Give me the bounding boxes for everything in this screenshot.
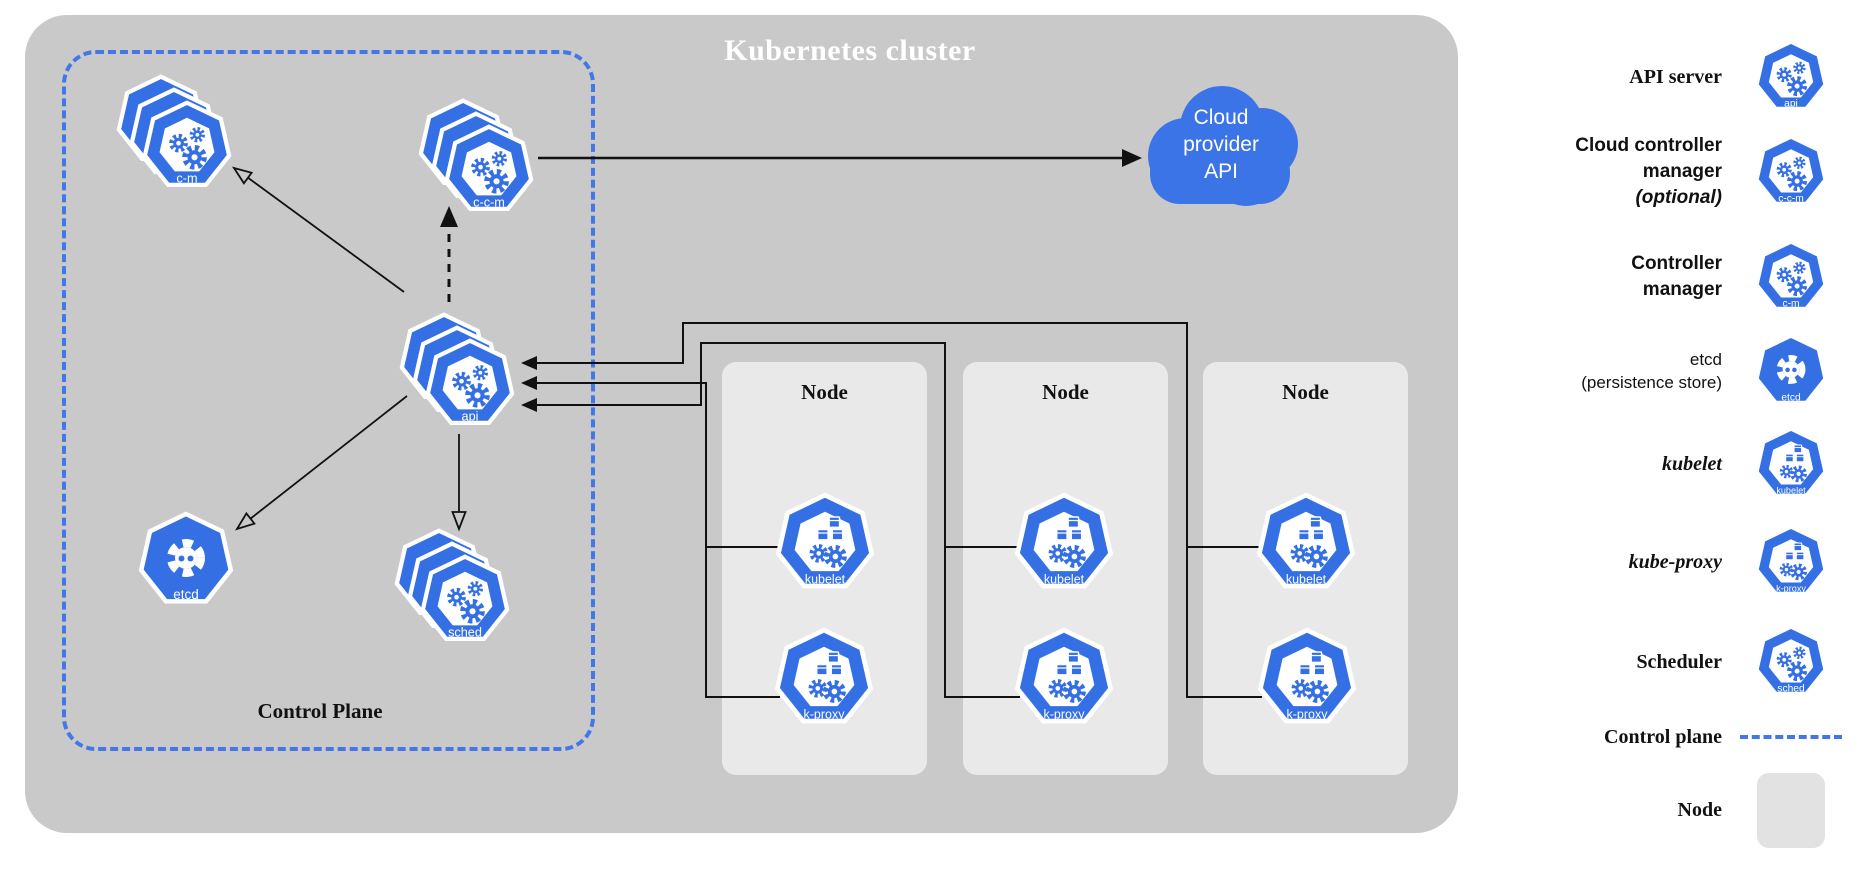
- svg-text:c-c-m: c-c-m: [1778, 194, 1804, 205]
- legend-kubelet-swatch: kubelet: [1722, 426, 1860, 502]
- cluster-title: Kubernetes cluster: [724, 34, 976, 67]
- svg-text:etcd: etcd: [1781, 393, 1801, 404]
- legend-scheduler-swatch: sched: [1722, 624, 1860, 700]
- legend-controller-manager-swatch: c-m: [1722, 239, 1860, 315]
- legend-api-server-label: API server: [1629, 66, 1722, 88]
- legend-cloud-controller-manager-swatch: c-c-m: [1722, 134, 1860, 210]
- legend-node-swatch: [1722, 772, 1860, 848]
- control-plane-dashed-box: [62, 50, 595, 751]
- node-box: [963, 362, 1168, 775]
- node-box: [1203, 362, 1408, 775]
- legend-node-label: Node: [1677, 799, 1722, 821]
- legend-scheduler-label: Scheduler: [1636, 651, 1722, 673]
- legend-etcd: etcd(persistence store) etcd: [1560, 311, 1860, 431]
- legend-kube-proxy: kube-proxy k-proxy: [1560, 502, 1860, 622]
- legend-api-server: API server api: [1560, 17, 1860, 137]
- svg-text:sched: sched: [1777, 684, 1805, 695]
- svg-text:kubelet: kubelet: [1776, 486, 1806, 496]
- legend-scheduler: Scheduler sched: [1560, 602, 1860, 722]
- svg-text:api: api: [1784, 99, 1798, 110]
- legend-kube-proxy-swatch: k-proxy: [1722, 524, 1860, 600]
- legend-etcd-label: etcd(persistence store): [1581, 350, 1722, 392]
- svg-text:k-proxy: k-proxy: [1776, 584, 1806, 594]
- node-box: [722, 362, 927, 775]
- legend-kube-proxy-label: kube-proxy: [1628, 551, 1722, 573]
- legend-api-server-swatch: api: [1722, 39, 1860, 115]
- legend-kubelet-label: kubelet: [1662, 453, 1722, 475]
- control-plane-label: Control Plane: [257, 699, 383, 723]
- node-label: Node: [1282, 380, 1329, 404]
- legend-control-plane: Control plane: [1560, 677, 1860, 797]
- node-label: Node: [801, 380, 848, 404]
- legend-control-plane-swatch: [1722, 735, 1860, 739]
- legend-control-plane-label: Control plane: [1604, 726, 1722, 748]
- legend-kubelet: kubelet kubelet: [1560, 404, 1860, 524]
- legend-etcd-swatch: etcd: [1722, 333, 1860, 409]
- svg-text:c-m: c-m: [1782, 299, 1799, 310]
- legend-node: Node: [1560, 750, 1860, 870]
- node-label: Node: [1042, 380, 1089, 404]
